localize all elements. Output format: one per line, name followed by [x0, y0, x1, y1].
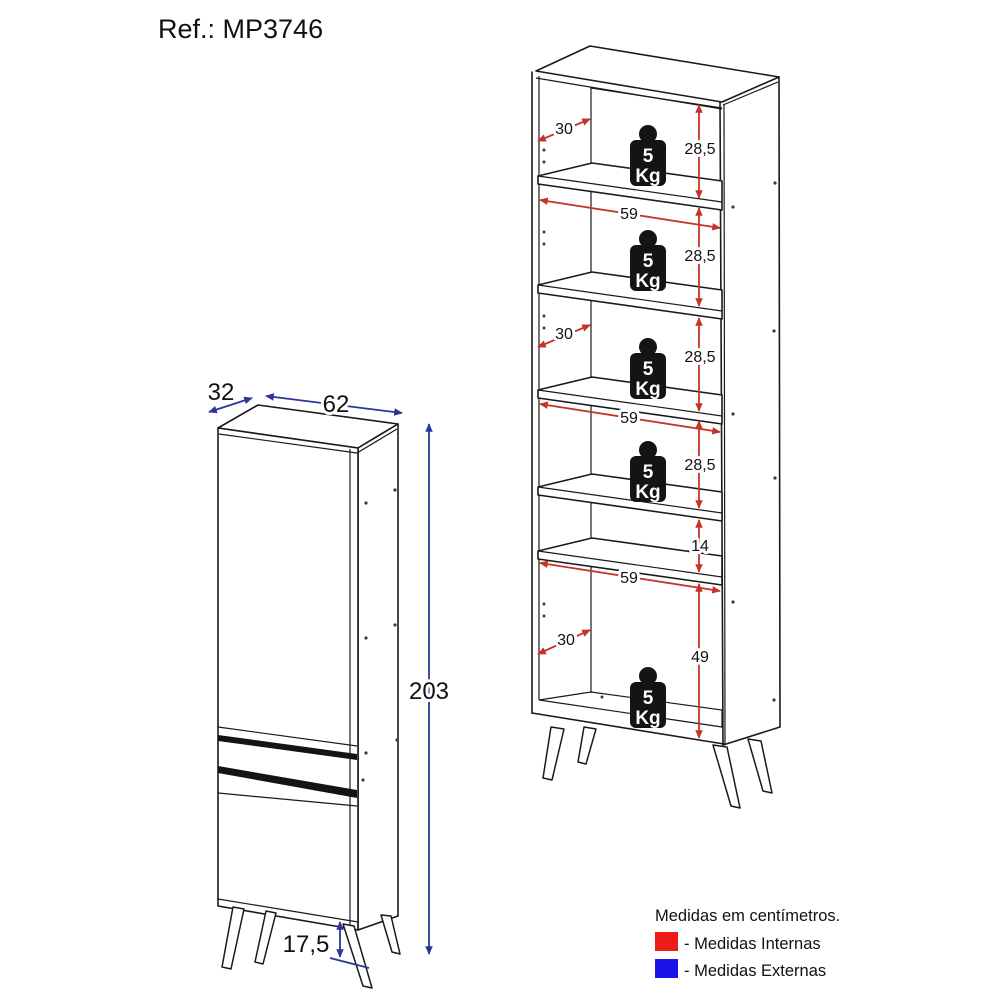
weight-icon-5: 5 Kg [630, 667, 666, 729]
dim-inner-width-2: 59 [620, 410, 638, 427]
dim-shelf-depth-2: 30 [555, 326, 573, 343]
legend-note: Medidas em centímetros. [655, 907, 840, 925]
dim-shelf-depth-3: 30 [557, 632, 575, 649]
weight-value: 5 [643, 462, 654, 483]
weight-value: 5 [643, 688, 654, 709]
weight-value: 5 [643, 251, 654, 272]
legend-internal-label: - Medidas Internas [684, 935, 821, 953]
open-cabinet-view: 5 Kg 5 Kg 5 Kg 5 Kg [531, 45, 781, 809]
upper-handle-strip [218, 735, 357, 760]
dim-shelf-gap-4: 28,5 [684, 457, 715, 474]
dim-shelf-gap-2: 28,5 [684, 248, 715, 265]
dim-width-label: 62 [323, 391, 350, 418]
legend-external-label: - Medidas Externas [684, 962, 826, 980]
dim-height-label: 203 [409, 678, 449, 705]
shelf-4 [537, 473, 723, 522]
weight-capacity-icons: 5 Kg 5 Kg 5 Kg 5 Kg [630, 125, 666, 729]
weight-icon-4: 5 Kg [630, 441, 666, 503]
dim-leg-height-label: 17,5 [283, 931, 330, 958]
dim-shelf-depth-1: 30 [555, 121, 573, 138]
weight-icon-2: 5 Kg [630, 230, 666, 292]
dim-bottom-height: 49 [691, 649, 709, 666]
weight-icon-3: 5 Kg [630, 338, 666, 400]
closed-cabinet-view: 32 62 203 17,5 [205, 376, 452, 989]
weight-unit: Kg [635, 379, 660, 400]
external-dimensions: 32 62 203 17,5 [205, 376, 452, 969]
weight-unit: Kg [635, 166, 660, 187]
shelves [537, 162, 723, 586]
dim-inner-width-1: 59 [620, 206, 638, 223]
legend-internal-swatch [655, 932, 678, 951]
dim-shelf-gap-1: 28,5 [684, 141, 715, 158]
dim-shelf-gap-3: 28,5 [684, 349, 715, 366]
reference-code: Ref.: MP3746 [158, 14, 323, 44]
closed-cabinet-legs [221, 906, 401, 989]
dim-niche-height: 14 [691, 538, 709, 555]
lower-handle-strip [218, 766, 357, 798]
weight-value: 5 [643, 359, 654, 380]
internal-dimensions: 30 30 30 59 59 59 28,5 28,5 28,5 28,5 14… [537, 104, 721, 739]
shelf-2 [537, 271, 723, 320]
open-cabinet-legs [542, 726, 773, 809]
weight-unit: Kg [635, 708, 660, 729]
legend-external-swatch [655, 959, 678, 978]
weight-icon-1: 5 Kg [630, 125, 666, 187]
dim-depth-label: 32 [208, 379, 235, 406]
side-panel-holes [361, 488, 399, 782]
dim-inner-width-3: 59 [620, 570, 638, 587]
closed-cabinet-outline [217, 404, 399, 931]
weight-unit: Kg [635, 482, 660, 503]
weight-unit: Kg [635, 271, 660, 292]
weight-value: 5 [643, 146, 654, 167]
legend: Medidas em centímetros. - Medidas Intern… [655, 907, 840, 980]
door-handle-grooves [217, 726, 358, 807]
